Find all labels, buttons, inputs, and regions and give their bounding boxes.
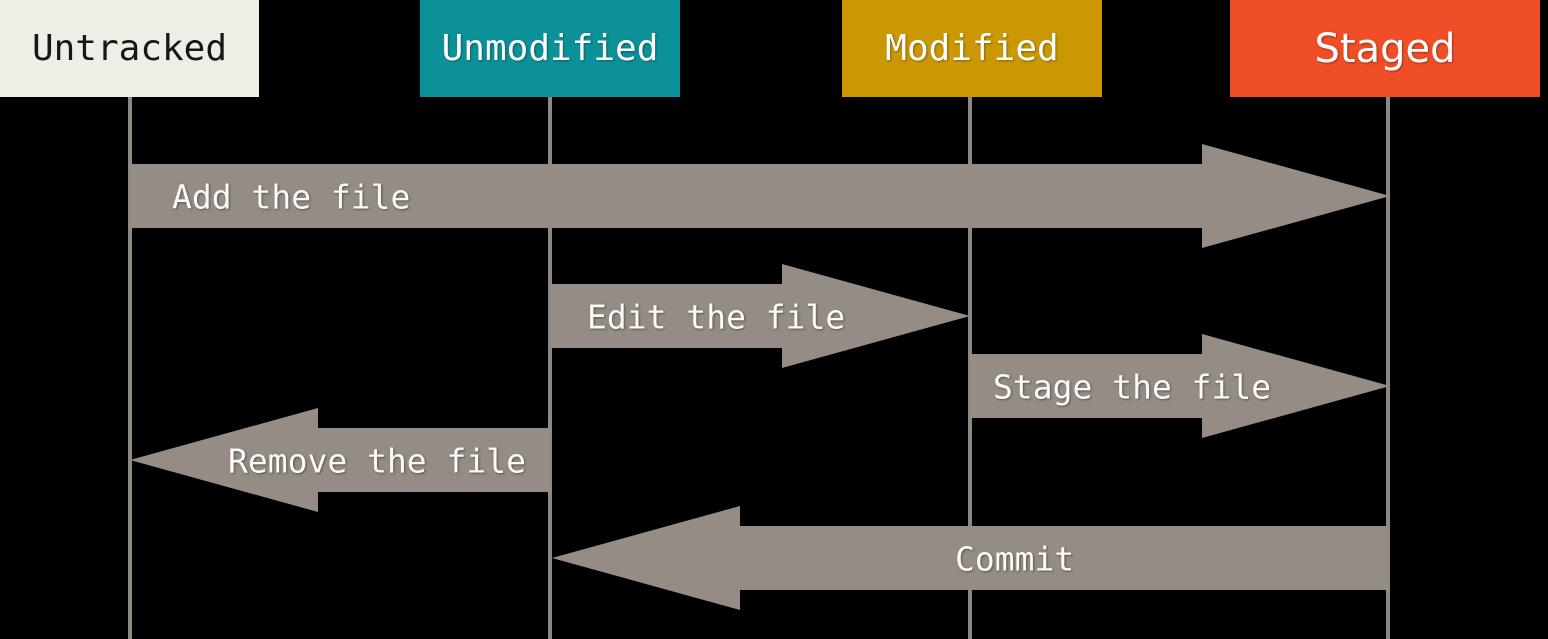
state-box-untracked: Untracked	[0, 0, 259, 97]
arrow-shaft	[130, 164, 1202, 228]
state-label-staged: Staged	[1314, 25, 1456, 72]
state-box-staged: Staged	[1230, 0, 1540, 97]
arrow-shaft	[740, 526, 1390, 590]
arrowhead-right-icon	[1202, 334, 1390, 438]
arrow-label-commit: Commit	[955, 539, 1075, 579]
arrow-shaft	[970, 354, 1202, 418]
lifeline-unmodified	[548, 97, 552, 639]
state-box-unmodified: Unmodified	[420, 0, 680, 97]
lifeline-modified	[968, 97, 972, 639]
arrowhead-left-icon	[552, 506, 740, 610]
arrowhead-right-icon	[782, 264, 970, 368]
arrow-shaft	[318, 428, 550, 492]
state-label-unmodified: Unmodified	[441, 27, 659, 69]
arrow-label-add-the-file: Add the file	[172, 177, 411, 217]
arrow-label-edit-the-file: Edit the file	[587, 297, 846, 337]
state-label-untracked: Untracked	[31, 27, 228, 69]
state-label-modified: Modified	[885, 27, 1059, 69]
state-box-modified: Modified	[842, 0, 1102, 97]
arrowhead-right-icon	[1202, 144, 1390, 248]
arrow-label-remove-the-file: Remove the file	[228, 441, 527, 481]
arrow-label-stage-the-file: Stage the file	[993, 367, 1272, 407]
arrowhead-left-icon	[130, 408, 318, 512]
arrow-shaft	[550, 284, 782, 348]
lifeline-untracked	[128, 97, 132, 639]
lifeline-staged	[1386, 97, 1390, 639]
